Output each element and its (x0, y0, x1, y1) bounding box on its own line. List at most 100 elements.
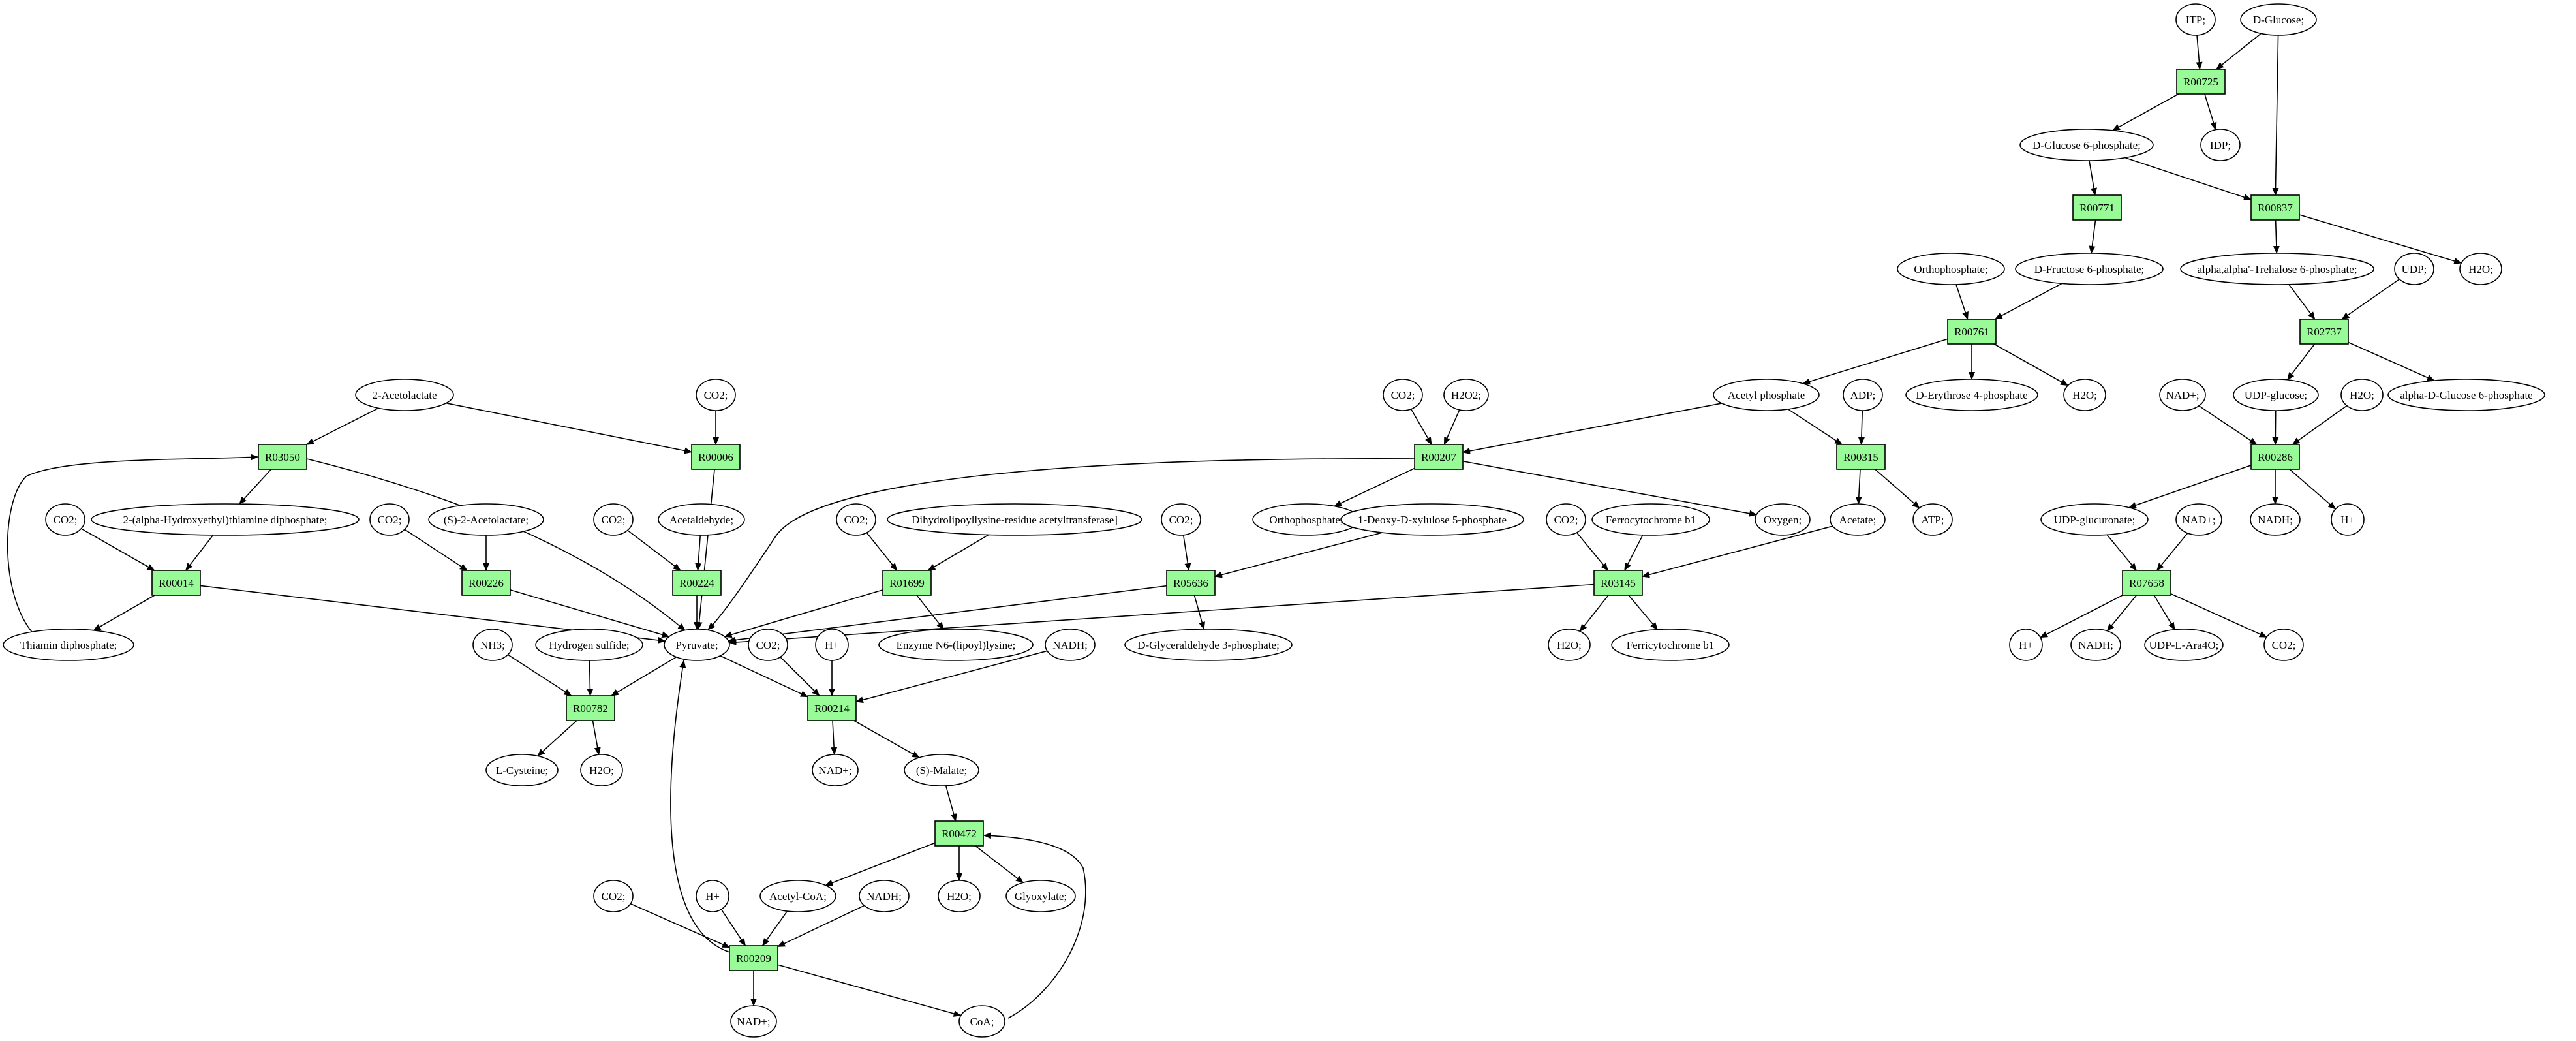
compound-ellipse (1443, 379, 1489, 411)
edge-co2_a-to-r00207 (1410, 409, 1432, 445)
compound-node-acetaldehyde: Acetaldehyde; (658, 503, 745, 536)
edge-d_fructose_6p-to-r00761 (1994, 283, 2062, 320)
compound-ellipse (2019, 129, 2154, 161)
edge-acetolactate-to-r00006 (446, 402, 692, 454)
edge-r00315-to-acetate (1855, 469, 1862, 505)
reaction-box (2250, 444, 2300, 470)
compound-ellipse (938, 880, 981, 912)
compound-node-h2o_b: H2O; (2063, 379, 2106, 411)
edge-ferrocytochrome-to-r03145 (1624, 535, 1644, 571)
compound-ellipse (2200, 129, 2241, 161)
edge-r07658-to-h_plus_b (2040, 595, 2123, 638)
node-label: Hydrogen sulfide; (549, 639, 629, 651)
compound-node-nad_c: NAD+; (812, 754, 859, 786)
node-label: R00782 (573, 702, 608, 715)
edge-orthophosphate_a-to-r00761 (1955, 284, 1969, 320)
node-label: Enzyme N6-(lipoyl)lysine; (897, 639, 1016, 651)
node-label: Ferricytochrome b1 (1627, 639, 1715, 651)
compound-ellipse (472, 629, 513, 661)
edge-deoxy_xylulose_5p-to-r05636 (1214, 532, 1383, 578)
edge-d_glucose_6p-to-r00771 (2089, 160, 2097, 196)
compound-node-h2o_d: H2O; (1548, 629, 1591, 661)
edge-co2_g-to-r00224 (627, 529, 681, 571)
compound-node-h2o_c: H2O; (2340, 379, 2384, 411)
compound-node-co2_c: CO2; (2263, 629, 2304, 661)
compound-ellipse (1591, 503, 1710, 536)
node-label: CO2; (844, 514, 868, 526)
edge-r01699-to-pyruvate (724, 589, 883, 638)
compound-ellipse (1905, 379, 2038, 411)
compound-node-hydroxyethyl_thiamine: 2-(alpha-Hydroxyethyl)thiamine diphospha… (91, 503, 360, 536)
node-label: H2O2; (1451, 389, 1481, 401)
node-label: R00837 (2258, 202, 2293, 214)
compound-node-s_acetolactate: (S)-2-Acetolactate; (428, 503, 544, 536)
compound-ellipse (580, 754, 623, 786)
node-label: Oxygen; (1764, 514, 1802, 526)
edge-r03145-to-ferricytochrome (1628, 595, 1658, 630)
node-label: CO2; (54, 514, 78, 526)
node-label: R02737 (2307, 326, 2342, 338)
node-label: R00214 (814, 702, 850, 715)
node-label: H+ (705, 890, 720, 903)
node-label: CO2; (1169, 514, 1193, 526)
compound-node-pyruvate: Pyruvate; (664, 629, 730, 661)
node-label: R00761 (1954, 326, 1989, 338)
compound-node-d_erythrose_4p: D-Erythrose 4-phosphate (1905, 379, 2038, 411)
node-label: R00224 (679, 577, 714, 589)
compound-ellipse (2263, 629, 2304, 661)
node-label: Ferrocytochrome b1 (1606, 514, 1696, 526)
compound-ellipse (2250, 503, 2301, 536)
compound-ellipse (696, 379, 736, 411)
node-label: NAD+; (2182, 514, 2215, 526)
reaction-box (729, 945, 778, 971)
reaction-node-r07658: R07658 (2122, 570, 2171, 596)
compound-ellipse (2175, 3, 2216, 36)
node-label: UDP-glucuronate; (2054, 514, 2136, 526)
compound-ellipse (1713, 379, 1820, 411)
compound-ellipse (2063, 379, 2106, 411)
compound-node-co2_i: CO2; (1161, 503, 1201, 536)
compound-node-deoxy_xylulose_5p: 1-Deoxy-D-xylulose 5-phosphate (1340, 503, 1524, 536)
node-label: NAD+; (737, 1016, 770, 1028)
reaction-node-r03145: R03145 (1593, 570, 1643, 596)
node-label: R00207 (1421, 451, 1456, 463)
edge-r00209-to-pyruvate (670, 660, 738, 955)
compound-node-h2o_a: H2O; (2459, 253, 2502, 285)
reaction-node-r00837: R00837 (2250, 194, 2300, 221)
compound-ellipse (815, 629, 849, 661)
node-label: Dihydrolipoyllysine-residue acetyltransf… (912, 514, 1118, 526)
compound-ellipse (2387, 379, 2545, 411)
reaction-node-r00771: R00771 (2072, 194, 2122, 221)
node-label: R00226 (468, 577, 504, 589)
compound-node-co2_k: CO2; (593, 880, 634, 912)
compound-node-nadh_c: NADH; (1045, 629, 1096, 661)
edge-co2_j-to-r00214 (780, 657, 820, 696)
compound-node-nadh_b: NADH; (2070, 629, 2121, 661)
reaction-box (2122, 570, 2171, 596)
node-label: R05636 (1173, 577, 1208, 589)
edge-r00207-to-pyruvate (707, 458, 1415, 630)
compound-node-h_plus_c: H+ (815, 629, 849, 661)
compound-node-udp: UDP; (2394, 253, 2434, 285)
compound-node-h2o_f: H2O; (938, 880, 981, 912)
compound-ellipse (748, 629, 788, 661)
compound-node-orthophosphate_b: Orthophosphate; (1252, 503, 1360, 536)
compound-node-d_glucose: D-Glucose; (2240, 3, 2317, 36)
compound-ellipse (2340, 379, 2384, 411)
reaction-box (2072, 194, 2122, 221)
node-label: R01699 (889, 577, 925, 589)
compound-node-hydrogen_sulfide: Hydrogen sulfide; (535, 629, 643, 661)
compound-ellipse (1611, 629, 1730, 661)
node-label: H2O; (947, 890, 972, 903)
reaction-node-r00725: R00725 (2176, 69, 2226, 95)
compound-node-h_plus_a: H+ (2331, 503, 2365, 536)
edge-udp-to-r02737 (2341, 279, 2400, 320)
compound-ellipse (593, 880, 634, 912)
node-label: CO2; (1554, 514, 1578, 526)
compound-ellipse (535, 629, 643, 661)
node-label: Thiamin diphosphate; (20, 639, 117, 651)
reaction-box (461, 570, 511, 596)
edge-d_glucose_6p-to-r00837 (2124, 157, 2252, 200)
compound-ellipse (91, 503, 360, 536)
